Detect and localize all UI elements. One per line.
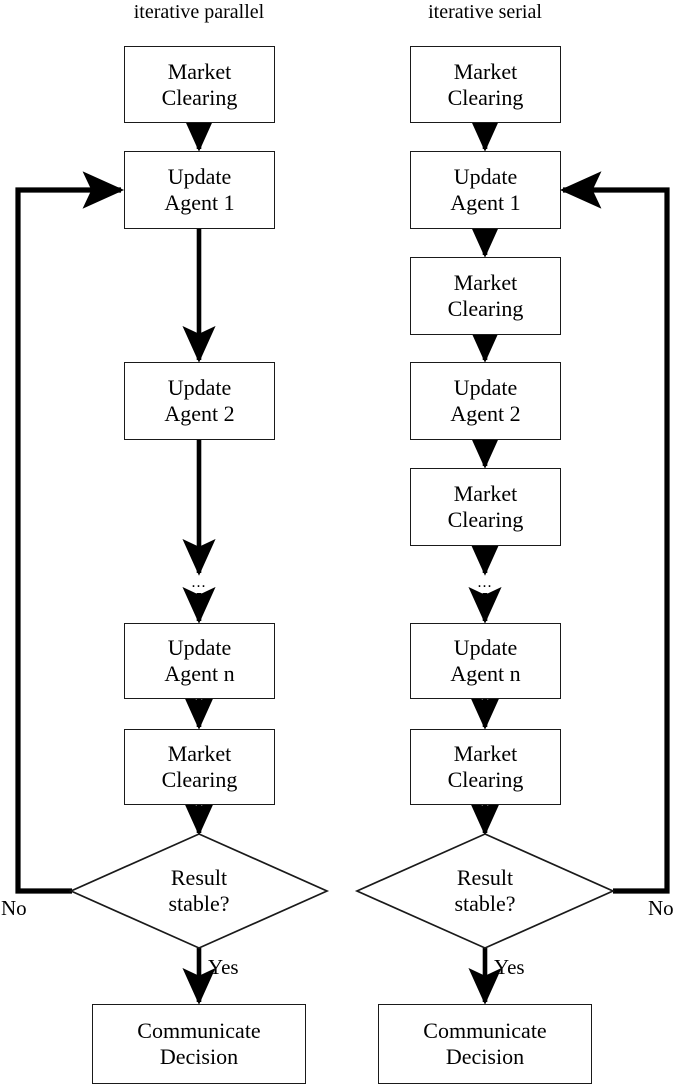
- node-line-1: Update: [453, 635, 518, 661]
- edge-label-no-serial: No: [648, 896, 674, 920]
- node-line-2: Decision: [445, 1044, 525, 1069]
- node-line-1: Communicate: [423, 1018, 547, 1044]
- node-line-2: Agent n: [450, 661, 521, 686]
- node-market-clearing-parallel-1[interactable]: Market Clearing: [124, 46, 275, 123]
- node-update-agent-1-parallel[interactable]: Update Agent 1: [124, 151, 275, 229]
- node-update-agent-2-serial[interactable]: Update Agent 2: [410, 362, 561, 440]
- node-line-2: Agent 2: [450, 401, 521, 426]
- node-line-2: Agent 1: [450, 190, 521, 215]
- node-market-clearing-serial-3[interactable]: Market Clearing: [410, 468, 561, 546]
- decision-label-result-stable-parallel[interactable]: Result stable?: [139, 856, 259, 926]
- node-market-clearing-parallel-2[interactable]: Market Clearing: [124, 729, 275, 805]
- node-line-2: Clearing: [161, 84, 238, 110]
- column-title-iterative-parallel: iterative parallel: [133, 1, 265, 23]
- node-update-agent-n-serial[interactable]: Update Agent n: [410, 623, 561, 699]
- node-line-1: Market: [453, 741, 518, 767]
- decision-line-2: stable?: [168, 891, 230, 916]
- node-line-2: Clearing: [447, 296, 524, 321]
- node-communicate-decision-serial[interactable]: Communicate Decision: [378, 1004, 592, 1084]
- node-market-clearing-serial-4[interactable]: Market Clearing: [410, 729, 561, 805]
- decision-line-1: Result: [170, 865, 228, 891]
- node-line-1: Update: [453, 164, 518, 190]
- left-feedback-loop-no: [15, 171, 125, 894]
- node-line-2: Decision: [159, 1044, 239, 1069]
- decision-label-result-stable-serial[interactable]: Result stable?: [425, 856, 545, 926]
- node-line-1: Market: [167, 741, 232, 767]
- node-update-agent-2-parallel[interactable]: Update Agent 2: [124, 362, 275, 440]
- node-update-agent-1-serial[interactable]: Update Agent 1: [410, 151, 561, 229]
- node-communicate-decision-parallel[interactable]: Communicate Decision: [92, 1004, 306, 1084]
- node-line-1: Update: [167, 164, 232, 190]
- node-line-2: Clearing: [161, 767, 238, 792]
- column-title-iterative-serial: iterative serial: [428, 1, 542, 23]
- node-line-1: Market: [453, 58, 518, 84]
- node-line-2: Clearing: [447, 767, 524, 792]
- edge-label-yes-serial: Yes: [494, 955, 525, 979]
- ellipsis-parallel: ...: [191, 574, 207, 591]
- node-market-clearing-serial-2[interactable]: Market Clearing: [410, 257, 561, 335]
- node-line-1: Update: [167, 635, 232, 661]
- node-line-2: Clearing: [447, 507, 524, 532]
- node-line-2: Agent n: [164, 661, 235, 686]
- node-line-2: Agent 1: [164, 190, 235, 215]
- decision-line-1: Result: [456, 865, 514, 891]
- node-line-1: Communicate: [137, 1018, 261, 1044]
- node-line-1: Update: [167, 375, 232, 401]
- node-line-2: Agent 2: [164, 401, 235, 426]
- node-market-clearing-serial-1[interactable]: Market Clearing: [410, 46, 561, 123]
- edge-label-no-parallel: No: [1, 896, 27, 920]
- decision-line-2: stable?: [454, 891, 516, 916]
- node-line-2: Clearing: [447, 84, 524, 110]
- node-line-1: Market: [167, 58, 232, 84]
- node-line-1: Market: [453, 481, 518, 507]
- edge-label-yes-parallel: Yes: [208, 955, 239, 979]
- node-update-agent-n-parallel[interactable]: Update Agent n: [124, 623, 275, 699]
- node-line-1: Market: [453, 270, 518, 296]
- ellipsis-serial: ...: [477, 574, 493, 591]
- node-line-1: Update: [453, 375, 518, 401]
- right-feedback-loop-no: [559, 171, 670, 894]
